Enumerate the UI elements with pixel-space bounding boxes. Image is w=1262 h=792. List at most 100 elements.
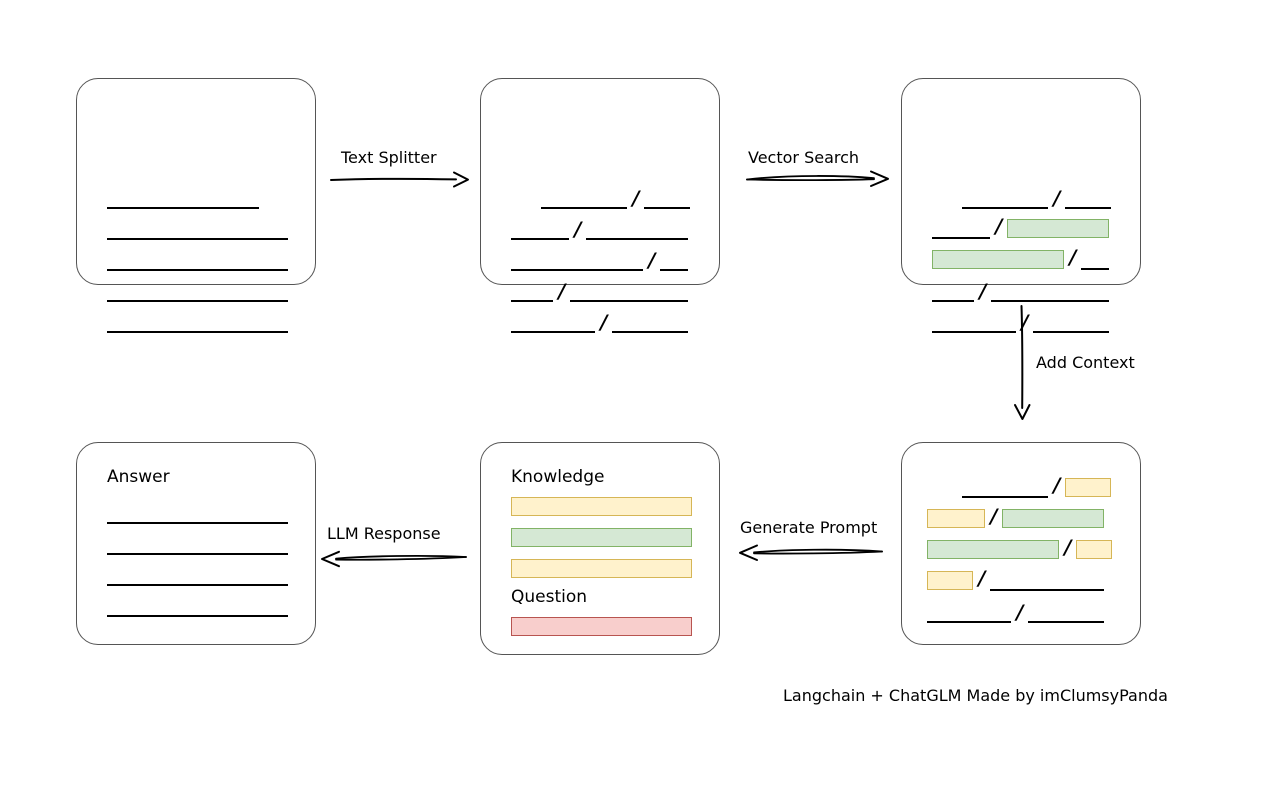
chunk-row: /	[932, 279, 1110, 303]
node-source-document[interactable]	[76, 78, 316, 333]
source-document-lines	[77, 79, 315, 333]
diagram-caption: Langchain + ChatGLM Made by imClumsyPand…	[783, 686, 1168, 705]
knowledge-bar	[511, 497, 692, 516]
chunk-segment-left-highlighted	[927, 508, 985, 528]
chunk-segment-left	[932, 221, 990, 239]
knowledge-bar	[511, 528, 692, 547]
document-line	[107, 315, 288, 333]
chunk-row: /	[932, 310, 1110, 334]
chunk-separator: /	[995, 214, 1003, 238]
node-matched-chunks[interactable]: / / / / /	[901, 78, 1141, 333]
matched-chunks-rows: / / / / /	[902, 79, 1140, 333]
chunk-separator: /	[990, 504, 998, 528]
question-bar	[511, 617, 692, 636]
answer-line	[107, 599, 288, 617]
chunk-segment-left	[927, 605, 1011, 623]
chunk-row: /	[511, 310, 689, 334]
line-segment	[107, 253, 288, 271]
chunk-row: /	[962, 473, 1112, 498]
chunk-segment-right	[1065, 191, 1112, 209]
chunk-segment-left	[932, 315, 1016, 333]
line-segment	[107, 506, 288, 524]
arrow-llm-response	[321, 550, 467, 568]
node-answer[interactable]: Answer	[76, 442, 316, 645]
chunk-segment-right	[1081, 252, 1110, 270]
chunk-segment-right	[1028, 605, 1105, 623]
chunk-segment-left-highlighted	[932, 249, 1064, 269]
chunk-segment-right	[586, 222, 689, 240]
chunk-separator: /	[574, 217, 582, 241]
document-line	[107, 253, 288, 271]
chunk-separator: /	[979, 279, 987, 303]
chunk-segment-left	[962, 480, 1048, 498]
document-line	[107, 284, 288, 302]
chunk-segment-left	[932, 284, 974, 302]
arrow-add-context	[1014, 305, 1031, 420]
document-line	[107, 222, 288, 240]
chunk-segment-right	[1033, 315, 1110, 333]
chunk-separator: /	[648, 248, 656, 272]
chunk-segment-left	[962, 191, 1048, 209]
line-segment	[107, 537, 288, 555]
document-line	[107, 191, 259, 209]
split-chunks-rows: / / / / /	[481, 79, 719, 333]
node-context-chunks[interactable]: / / / / /	[901, 442, 1141, 645]
chunk-separator: /	[1021, 310, 1029, 334]
node-generated-prompt[interactable]: Knowledge Question	[480, 442, 720, 655]
answer-line	[107, 568, 288, 586]
chunk-row: /	[962, 186, 1112, 210]
chunk-segment-left	[511, 222, 569, 240]
edge-label-vector-search: Vector Search	[748, 148, 860, 167]
chunk-row: /	[511, 217, 689, 241]
chunk-segment-right	[660, 253, 689, 271]
line-segment	[107, 284, 288, 302]
chunk-separator: /	[978, 566, 986, 590]
chunk-segment-right-highlighted	[1076, 539, 1113, 559]
chunk-segment-right	[990, 573, 1105, 591]
chunk-segment-left	[511, 253, 643, 271]
edge-label-add-context: Add Context	[1036, 353, 1135, 372]
chunk-segment-right-highlighted	[1065, 477, 1112, 497]
chunk-row: /	[932, 245, 1110, 270]
chunk-row: /	[511, 248, 689, 272]
chunk-segment-left-highlighted	[927, 539, 1059, 559]
chunk-separator: /	[1053, 473, 1061, 497]
knowledge-label: Knowledge	[511, 467, 605, 487]
arrow-text-splitter	[330, 171, 469, 188]
chunk-segment-right	[612, 315, 689, 333]
line-segment	[107, 191, 259, 209]
answer-line	[107, 537, 288, 555]
answer-line	[107, 506, 288, 524]
chunk-row: /	[932, 214, 1110, 239]
chunk-separator: /	[1016, 600, 1024, 624]
chunk-segment-left	[511, 284, 553, 302]
chunk-row: /	[511, 279, 689, 303]
chunk-row: /	[927, 600, 1105, 624]
chunk-separator: /	[600, 310, 608, 334]
line-segment	[107, 315, 288, 333]
question-label: Question	[511, 587, 588, 607]
node-split-chunks[interactable]: / / / / /	[480, 78, 720, 333]
line-segment	[107, 599, 288, 617]
chunk-segment-right	[644, 191, 691, 209]
line-segment	[107, 222, 288, 240]
chunk-segment-right-highlighted	[1007, 218, 1110, 238]
chunk-separator: /	[1069, 245, 1077, 269]
answer-label: Answer	[107, 467, 170, 487]
chunk-segment-right	[991, 284, 1110, 302]
context-chunks-rows: / / / / /	[902, 443, 1140, 644]
chunk-row: /	[541, 186, 691, 210]
edge-label-text-splitter: Text Splitter	[341, 148, 437, 167]
arrow-generate-prompt	[739, 544, 883, 561]
chunk-segment-left	[541, 191, 627, 209]
line-segment	[107, 568, 288, 586]
chunk-separator: /	[1053, 186, 1061, 210]
chunk-segment-right	[570, 284, 689, 302]
chunk-separator: /	[558, 279, 566, 303]
chunk-segment-left-highlighted	[927, 570, 973, 590]
chunk-row: /	[927, 566, 1105, 591]
chunk-separator: /	[632, 186, 640, 210]
chunk-row: /	[927, 504, 1105, 528]
edge-label-llm-response: LLM Response	[327, 524, 441, 543]
